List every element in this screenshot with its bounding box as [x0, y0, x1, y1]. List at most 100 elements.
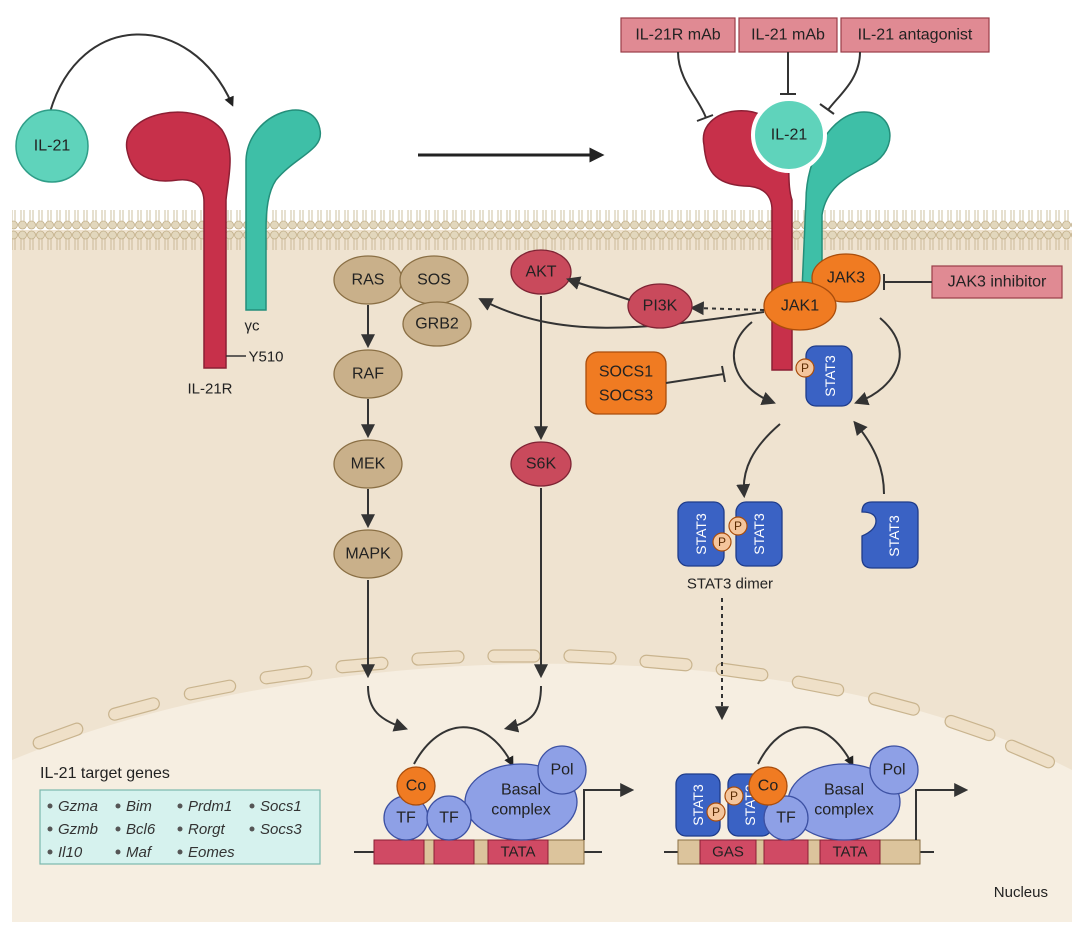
jak3-inhibition-line — [883, 274, 932, 290]
il21-mab-label: IL-21 mAb — [751, 27, 825, 44]
jak3-inhibitor-box — [931, 265, 1063, 299]
il21-antagonist-box — [840, 17, 990, 53]
gene-bullet — [47, 849, 53, 855]
mapk-node — [333, 529, 403, 579]
basal-left-line2: complex — [491, 802, 551, 819]
jak3-label: JAK3 — [827, 270, 865, 287]
gene-bullet — [249, 826, 255, 832]
gene-bullet — [177, 849, 183, 855]
il21-antagonist-label: IL-21 antagonist — [858, 27, 973, 44]
promoter-left: TATA — [354, 783, 635, 865]
akt-label: AKT — [525, 264, 556, 281]
phospho-receptor — [795, 358, 815, 378]
binding-arrow — [49, 33, 234, 113]
coactivator-arrow-left — [413, 726, 514, 767]
phospho-receptor-label: P — [801, 361, 809, 375]
co-right-label: Co — [758, 778, 779, 795]
basal-right-line2: complex — [814, 802, 874, 819]
socs3-label: SOCS3 — [599, 388, 653, 405]
stat3-dimer-left-label: STAT3 — [693, 513, 709, 555]
promoter-right: GAS TATA — [664, 783, 969, 865]
gamma-chain — [245, 109, 321, 311]
target-gene: Il10 — [58, 844, 83, 861]
s6k-node — [510, 441, 572, 487]
jak1-to-stat-left — [733, 321, 776, 405]
raf-node — [333, 349, 403, 399]
stat3-dimer: STAT3 STAT3 P P — [677, 501, 783, 567]
il21-bound-label: IL-21 — [771, 127, 808, 144]
basal-right-line1: Basal — [824, 782, 864, 799]
sos-label: SOS — [417, 272, 451, 289]
mapk-label: MAPK — [345, 546, 391, 563]
pol-left-label: Pol — [550, 762, 573, 779]
target-genes-title: IL-21 target genes — [40, 765, 170, 782]
gene-bullet — [177, 826, 183, 832]
il21r-chain-bound — [702, 110, 793, 371]
co-right — [748, 766, 788, 806]
mapk-to-tf-arrow — [367, 685, 408, 732]
gas-label: GAS — [712, 844, 744, 861]
il21r-label: IL-21R — [187, 381, 232, 398]
raf-label: RAF — [352, 366, 384, 383]
coactivator-arrow-right — [757, 726, 854, 767]
il21r-mab-label: IL-21R mAb — [635, 27, 720, 44]
socs-inhibition-line — [665, 365, 726, 384]
il21-ligand — [15, 109, 89, 183]
basal-left-line1: Basal — [501, 782, 541, 799]
target-gene: Socs1 — [260, 798, 302, 815]
jak1-node — [763, 281, 837, 331]
tf-left-1-label: TF — [396, 810, 416, 827]
target-gene: Gzma — [58, 798, 98, 815]
inhibition-lines-top — [677, 51, 861, 122]
socs1-label: SOCS1 — [599, 364, 653, 381]
tss-left-arrow — [583, 783, 635, 840]
tf-right — [763, 795, 809, 841]
pol-left — [537, 745, 587, 795]
phospho-dna-1: P — [712, 805, 720, 819]
ras-label: RAS — [352, 272, 385, 289]
gene-bullet — [47, 826, 53, 832]
tss-right-arrow — [915, 783, 969, 840]
free-stat-to-receptor-arrow — [853, 420, 885, 495]
jak1-label: JAK1 — [781, 298, 819, 315]
co-left — [396, 766, 436, 806]
nuclear-envelope — [32, 649, 1056, 769]
phospho-dna-2: P — [730, 789, 738, 803]
target-gene: Socs3 — [260, 821, 302, 838]
stat-to-dimer-arrow — [736, 423, 781, 499]
phospho-dimer-1: P — [718, 535, 726, 549]
target-gene: Eomes — [188, 844, 235, 861]
pol-right — [869, 745, 919, 795]
nucleus-label: Nucleus — [994, 884, 1048, 901]
target-gene: Bcl6 — [126, 821, 156, 838]
target-gene: Rorgt — [188, 821, 226, 838]
stat3-receptor-label: STAT3 — [822, 355, 838, 397]
tata-right-label: TATA — [833, 844, 868, 861]
jak3-node — [811, 253, 881, 303]
gene-bullet — [115, 826, 121, 832]
gene-bullet — [177, 803, 183, 809]
s6k-label: S6K — [526, 456, 557, 473]
tf-left-2-label: TF — [439, 810, 459, 827]
tf-right-label: TF — [776, 810, 796, 827]
pi3k-label: PI3K — [643, 298, 678, 315]
mek-label: MEK — [351, 456, 386, 473]
jak1-to-stat-right — [854, 317, 901, 406]
pi3k-node — [627, 283, 693, 329]
stat3-dimer-dna: STAT3 STAT3 P P — [675, 773, 773, 837]
grb2-node — [402, 301, 472, 347]
il21r-mab-box — [620, 17, 736, 53]
il21-mab-box — [738, 17, 838, 53]
target-gene: Maf — [126, 844, 153, 861]
stat3-free: STAT3 — [861, 501, 919, 569]
y510-label: Y510 — [248, 349, 283, 366]
target-gene: Prdm1 — [188, 798, 232, 815]
target-gene: Bim — [126, 798, 152, 815]
gene-bullet — [115, 803, 121, 809]
pi3k-to-akt-arrow — [566, 276, 631, 301]
mek-node — [333, 439, 403, 489]
jak3-inhibitor-label: JAK3 inhibitor — [948, 274, 1047, 291]
pol-right-label: Pol — [882, 762, 905, 779]
plasma-membrane — [12, 208, 1072, 254]
